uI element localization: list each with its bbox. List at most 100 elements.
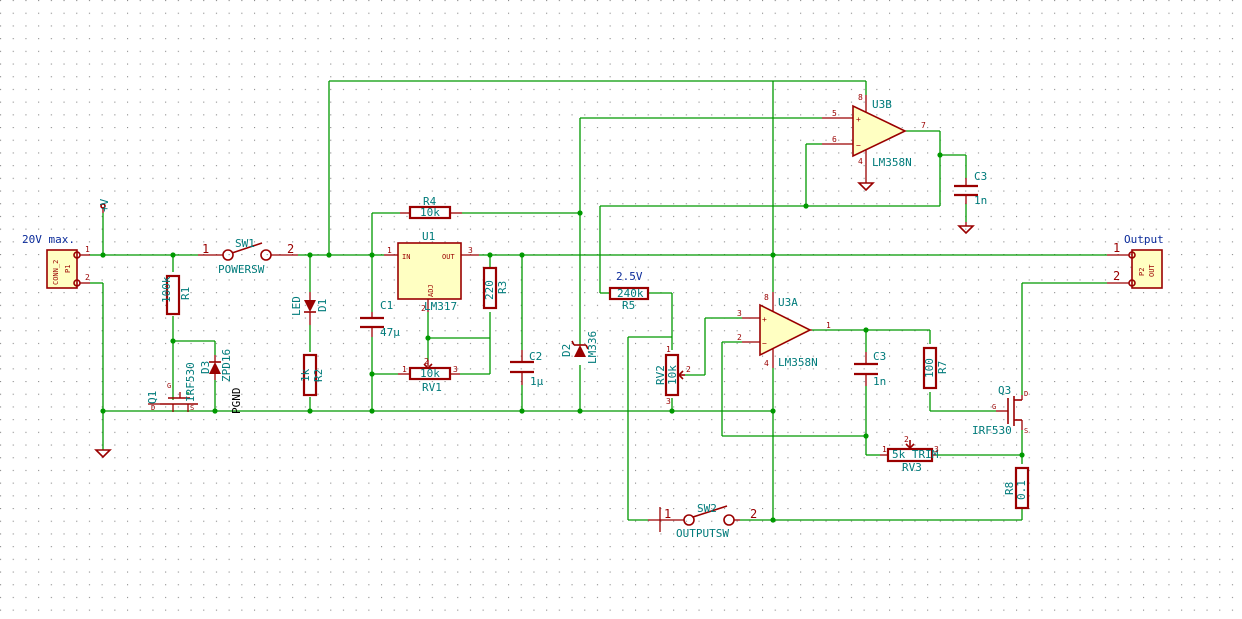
connector-p1[interactable]: CONN_2 P1 1 2 — [46, 245, 90, 289]
capacitor-c3-top[interactable]: C3 1n — [954, 170, 987, 207]
q3-ref: Q3 — [998, 384, 1011, 397]
r1-ref: R1 — [179, 287, 192, 300]
potentiometer-rv3[interactable]: 5k TRIM RV3 1 2 3 — [880, 435, 939, 474]
vplus-label: +V — [98, 198, 111, 212]
p2-pin2-number: 2 — [1113, 269, 1120, 283]
u1-out-label: OUT — [442, 253, 455, 261]
rv3-pin2-number: 2 — [904, 435, 909, 444]
rv1-value: 10k — [420, 367, 440, 380]
p1-ref: P1 — [64, 265, 72, 273]
ground-symbol — [857, 172, 875, 192]
q1-d: D — [151, 404, 155, 412]
u1-value: LM317 — [424, 300, 457, 313]
p1-pin2-number: 2 — [85, 273, 90, 282]
c2-value: 1µ — [530, 375, 544, 388]
potentiometer-rv1[interactable]: 10k RV1 1 2 3 — [398, 357, 460, 394]
u3b-pin-g-number: 4 — [858, 157, 863, 166]
d2-value: LM336 — [586, 331, 599, 364]
u3a-pin-v-number: 8 — [764, 293, 769, 302]
r8-ref: R8 — [1003, 482, 1016, 495]
q1-s: S — [190, 404, 194, 412]
resistor-r3[interactable]: 220 R3 — [482, 266, 509, 310]
c3-bottom-value: 1n — [873, 375, 886, 388]
c1-value: 47µ — [380, 326, 400, 339]
q3-d: D — [1024, 390, 1028, 398]
u3b-pin-v-number: 8 — [858, 93, 863, 102]
mosfet-q1[interactable]: Q1 IRF530 G D S — [146, 362, 198, 412]
switch-sw2[interactable]: SW2 OUTPUTSW 1 2 — [648, 502, 757, 540]
p1-value: CONN_2 — [52, 260, 60, 285]
u3b-pin-p-number: 5 — [832, 109, 837, 118]
resistor-r5[interactable]: 240k R5 — [608, 286, 650, 312]
capacitor-c2[interactable]: C2 1µ — [510, 350, 544, 388]
u1-pin-out-number: 3 — [468, 246, 473, 255]
rv2-pin3-number: 3 — [666, 397, 671, 406]
q1-value: IRF530 — [184, 362, 197, 402]
u1-pin-adj-number: 2 — [421, 304, 426, 313]
led-d1[interactable]: LED D1 — [290, 292, 329, 325]
resistor-r4[interactable]: R4 10k — [400, 195, 462, 220]
sw2-value: OUTPUTSW — [676, 527, 729, 540]
r4-value: 10k — [420, 206, 440, 219]
sw2-ref: SW2 — [697, 502, 717, 515]
resistor-r2[interactable]: 1k R2 — [299, 353, 325, 397]
opamp-u3a[interactable]: + − U3A LM358N 3 2 1 8 4 — [737, 292, 831, 369]
r1-value: 100k — [160, 276, 173, 303]
r2-ref: R2 — [312, 369, 325, 382]
capacitor-c1[interactable]: C1 47µ — [360, 299, 400, 339]
c3-top-ref: C3 — [974, 170, 987, 183]
input-net-label: 20V max. — [22, 233, 75, 246]
u3b-plus-sign: + — [856, 115, 861, 124]
u1-adj-label: ADJ — [427, 284, 435, 297]
c1-ref: C1 — [380, 299, 393, 312]
sw1-pin1-number: 1 — [202, 242, 209, 256]
r2-value: 1k — [299, 368, 312, 382]
pgnd-net-label: PGND — [230, 388, 243, 415]
u1-pin-in-number: 1 — [387, 246, 392, 255]
junctions — [100, 152, 1025, 523]
r8-value: 0.1 — [1015, 480, 1028, 500]
rv2-ref: RV2 — [654, 365, 667, 385]
u3a-value: LM358N — [778, 356, 818, 369]
vplus-power-flag: +V — [98, 198, 111, 213]
u1-in-label: IN — [402, 253, 410, 261]
r5-value: 240k — [617, 287, 644, 300]
u3b-pin-out-number: 7 — [921, 121, 926, 130]
ground-symbol — [94, 449, 112, 459]
u3a-pin-p-number: 3 — [737, 309, 742, 318]
q3-s: S — [1024, 427, 1028, 435]
resistor-r7[interactable]: 100 R7 — [922, 346, 949, 390]
potentiometer-rv2[interactable]: 10k RV2 1 2 3 — [654, 345, 691, 406]
rv2-value: 10k — [666, 365, 679, 385]
c3-top-value: 1n — [974, 194, 987, 207]
mosfet-q3[interactable]: Q3 IRF530 G D S — [972, 384, 1028, 437]
c3-bottom-ref: C3 — [873, 350, 886, 363]
rv2-pin2-number: 2 — [686, 365, 691, 374]
rv3-ref: RV3 — [902, 461, 922, 474]
regulator-u1[interactable]: U1 LM317 IN OUT ADJ 1 3 2 — [384, 230, 479, 313]
u3b-ref: U3B — [872, 98, 892, 111]
u3a-pin-n-number: 2 — [737, 333, 742, 342]
rv3-pin3-number: 3 — [934, 445, 939, 454]
u3a-pin-g-number: 4 — [764, 359, 769, 368]
sw1-ref: SW1 — [235, 237, 255, 250]
u3a-plus-sign: + — [762, 315, 767, 324]
connector-p2[interactable]: P2 OUT 1 2 — [1107, 241, 1163, 289]
rv3-value: 5k TRIM — [892, 448, 939, 461]
zener-d3[interactable]: D3 ZPD16 — [199, 349, 233, 382]
p2-ref: P2 — [1138, 268, 1146, 276]
switch-sw1[interactable]: SW1 POWERSW 1 2 — [198, 237, 298, 276]
d2-ref: D2 — [560, 344, 573, 357]
resistor-r8[interactable]: 0.1 R8 — [1003, 466, 1030, 510]
opamp-u3b[interactable]: + − U3B LM358N 5 6 7 8 4 — [822, 93, 926, 172]
resistor-r1[interactable]: 100k R1 — [160, 274, 192, 316]
rv2-pin1-number: 1 — [666, 345, 671, 354]
reference-d2[interactable]: D2 LM336 — [560, 331, 599, 364]
r3-value: 220 — [483, 280, 496, 300]
r3-ref: R3 — [496, 281, 509, 294]
r7-ref: R7 — [936, 361, 949, 374]
r4-ref: R4 — [423, 195, 437, 208]
capacitor-c3-bottom[interactable]: C3 1n — [854, 350, 886, 388]
q1-g: G — [167, 382, 171, 390]
